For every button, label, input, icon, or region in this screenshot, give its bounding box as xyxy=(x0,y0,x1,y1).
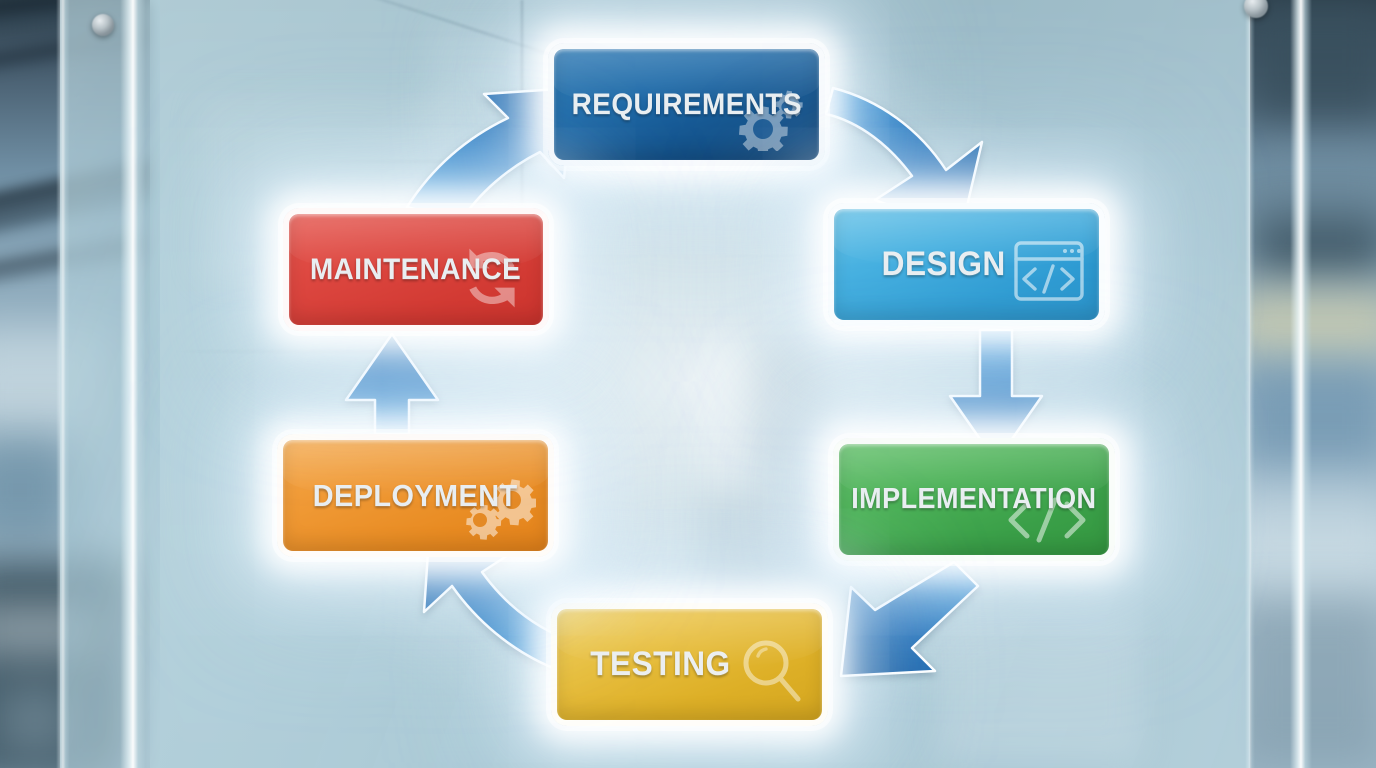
node-label-deployment: DEPLOYMENT xyxy=(313,477,518,513)
node-maintenance[interactable]: MAINTENANCE xyxy=(283,208,549,331)
node-label-implementation: IMPLEMENTATION xyxy=(851,483,1097,515)
arrow-implementation-to-testing xyxy=(839,560,980,678)
arrow-deployment-to-maintenance xyxy=(344,332,440,436)
node-deployment[interactable]: DEPLOYMENT xyxy=(277,434,554,557)
node-label-maintenance: MAINTENANCE xyxy=(310,252,522,286)
node-design[interactable]: DESIGN xyxy=(828,203,1105,326)
browser-code-icon xyxy=(1013,239,1085,308)
node-label-design: DESIGN xyxy=(881,245,1006,283)
node-label-requirements: REQUIREMENTS xyxy=(571,87,802,121)
node-label-testing: TESTING xyxy=(590,645,731,683)
node-requirements[interactable]: REQUIREMENTS xyxy=(548,43,825,166)
node-implementation[interactable]: IMPLEMENTATION xyxy=(833,438,1115,561)
magnifier-icon xyxy=(738,637,804,712)
node-testing[interactable]: TESTING xyxy=(551,603,828,726)
